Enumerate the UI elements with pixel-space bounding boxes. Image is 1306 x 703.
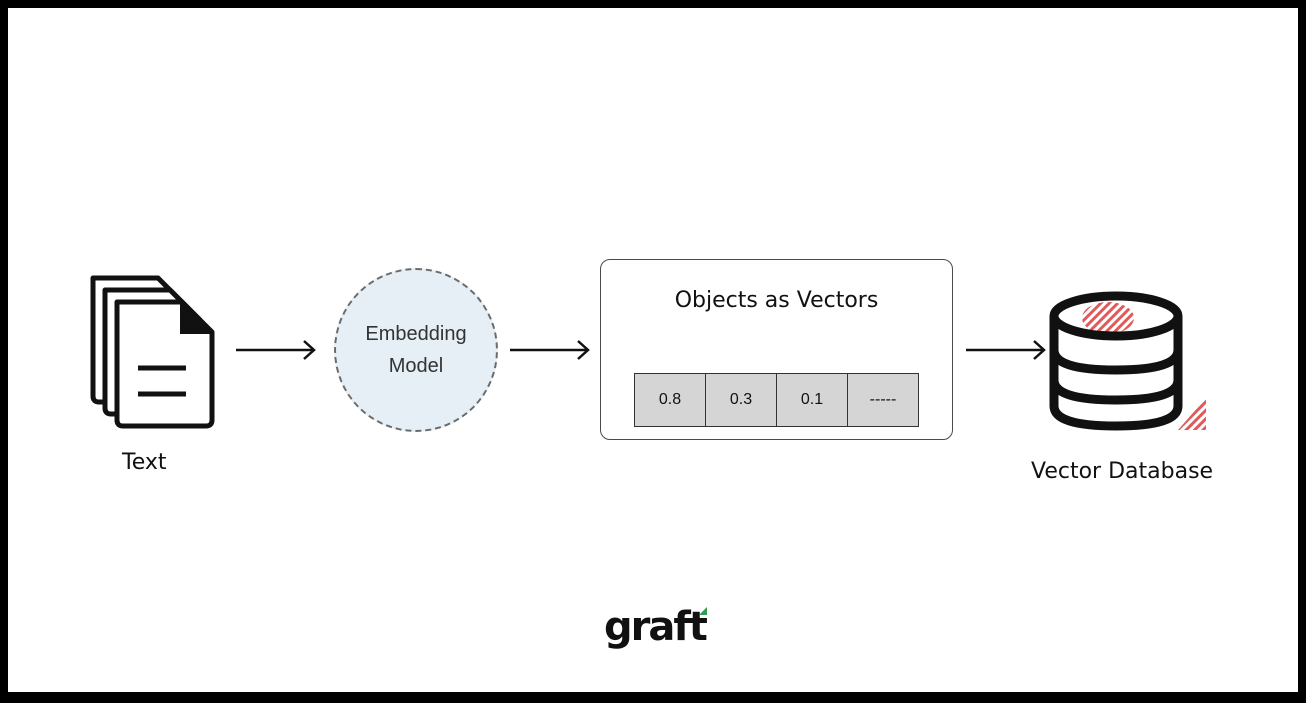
graft-logo: graft	[604, 604, 708, 650]
arrow-icon	[966, 340, 1046, 360]
arrow-icon	[236, 340, 316, 360]
database-icon	[1049, 291, 1206, 431]
diagram-canvas: Text Embedding Model Objects as Vectors …	[8, 8, 1298, 692]
vector-cell: 0.8	[635, 374, 706, 426]
embedding-model-node: Embedding Model	[334, 268, 498, 432]
vectors-box: Objects as Vectors 0.8 0.3 0.1 -----	[600, 259, 953, 440]
arrow-icon	[510, 340, 590, 360]
vector-cell: -----	[848, 374, 918, 426]
vector-cell: 0.1	[777, 374, 848, 426]
embedding-model-line-1: Embedding	[365, 323, 467, 345]
logo-text: graft	[604, 604, 708, 650]
logo-accent-icon	[699, 607, 707, 615]
vector-database-label: Vector Database	[1031, 459, 1214, 484]
vectors-title: Objects as Vectors	[674, 288, 879, 313]
vector-cells: 0.8 0.3 0.1 -----	[634, 373, 919, 427]
documents-icon	[90, 275, 215, 429]
text-label: Text	[122, 450, 167, 475]
embedding-model-line-2: Model	[388, 355, 444, 377]
vector-cell: 0.3	[706, 374, 777, 426]
